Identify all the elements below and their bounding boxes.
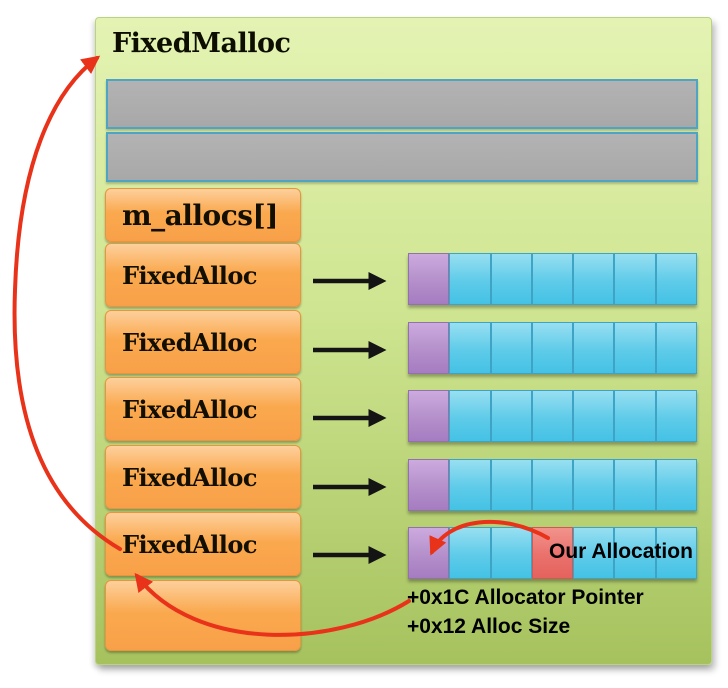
- heap-cell-free: [573, 253, 615, 305]
- heap-block-row-2: [408, 390, 697, 442]
- heap-cell-pointer: [408, 527, 450, 579]
- heap-cell-free: [655, 322, 697, 374]
- offset-annotations: +0x1C Allocator Pointer +0x12 Alloc Size: [407, 583, 644, 641]
- heap-cell-free: [490, 322, 532, 374]
- heap-cell-free: [449, 390, 491, 442]
- heap-cell-free: [531, 459, 574, 511]
- fixedalloc-box-3: FixedAlloc: [105, 445, 301, 509]
- heap-cell-free: [573, 390, 615, 442]
- offset-line-alloc-size: +0x12 Alloc Size: [407, 615, 571, 638]
- fixedalloc-label: FixedAlloc: [122, 529, 258, 559]
- fixedalloc-label: FixedAlloc: [122, 327, 258, 357]
- m-allocs-header: m_allocs[]: [105, 188, 301, 242]
- offset-line-allocator-pointer: +0x1C Allocator Pointer: [407, 586, 644, 609]
- heap-cell-free: [531, 390, 574, 442]
- heap-cell-free: [490, 390, 532, 442]
- fixedalloc-label: FixedAlloc: [122, 260, 258, 290]
- heap-cell-free: [655, 390, 697, 442]
- heap-cell-free: [614, 390, 656, 442]
- fixedalloc-box-1: FixedAlloc: [105, 310, 301, 374]
- heap-cell-free: [655, 459, 697, 511]
- heap-cell-free: [573, 322, 615, 374]
- heap-cell-free: [490, 527, 532, 579]
- heap-cell-free: [573, 527, 615, 579]
- heap-cell-pointer: [408, 459, 450, 511]
- heap-cell-free: [449, 253, 491, 305]
- heap-cell-pointer: [408, 253, 450, 305]
- heap-cell-free: [449, 459, 491, 511]
- heap-cell-free: [614, 459, 656, 511]
- heap-cell-free: [449, 322, 491, 374]
- heap-block-row-1: [408, 322, 697, 374]
- heap-cell-free: [531, 322, 574, 374]
- heap-cell-free: [614, 527, 656, 579]
- heap-cell-free: [614, 322, 656, 374]
- heap-cell-free: [490, 253, 532, 305]
- alloc-column-empty-box: [105, 580, 301, 651]
- fixedmalloc-title: FixedMalloc: [112, 28, 291, 59]
- fixedalloc-box-4: FixedAlloc: [105, 512, 301, 576]
- heap-block-row-3: [408, 459, 697, 511]
- m-allocs-label: m_allocs[]: [122, 198, 279, 232]
- heap-cell-free: [573, 459, 615, 511]
- member-bar-1: [106, 79, 698, 129]
- heap-cell-free: [490, 459, 532, 511]
- fixedalloc-label: FixedAlloc: [122, 394, 258, 424]
- heap-block-row-0: [408, 253, 697, 305]
- heap-cell-free: [655, 253, 697, 305]
- member-bar-2: [106, 132, 698, 182]
- fixedalloc-box-0: FixedAlloc: [105, 243, 301, 307]
- heap-cell-pointer: [408, 322, 450, 374]
- heap-cell-free: [655, 527, 697, 579]
- heap-cell-free: [614, 253, 656, 305]
- heap-cell-pointer: [408, 390, 450, 442]
- heap-cell-free: [449, 527, 491, 579]
- fixedalloc-box-2: FixedAlloc: [105, 377, 301, 441]
- heap-cell-free: [531, 253, 574, 305]
- our-allocation-label: Our Allocation: [549, 540, 693, 563]
- fixedalloc-label: FixedAlloc: [122, 462, 258, 492]
